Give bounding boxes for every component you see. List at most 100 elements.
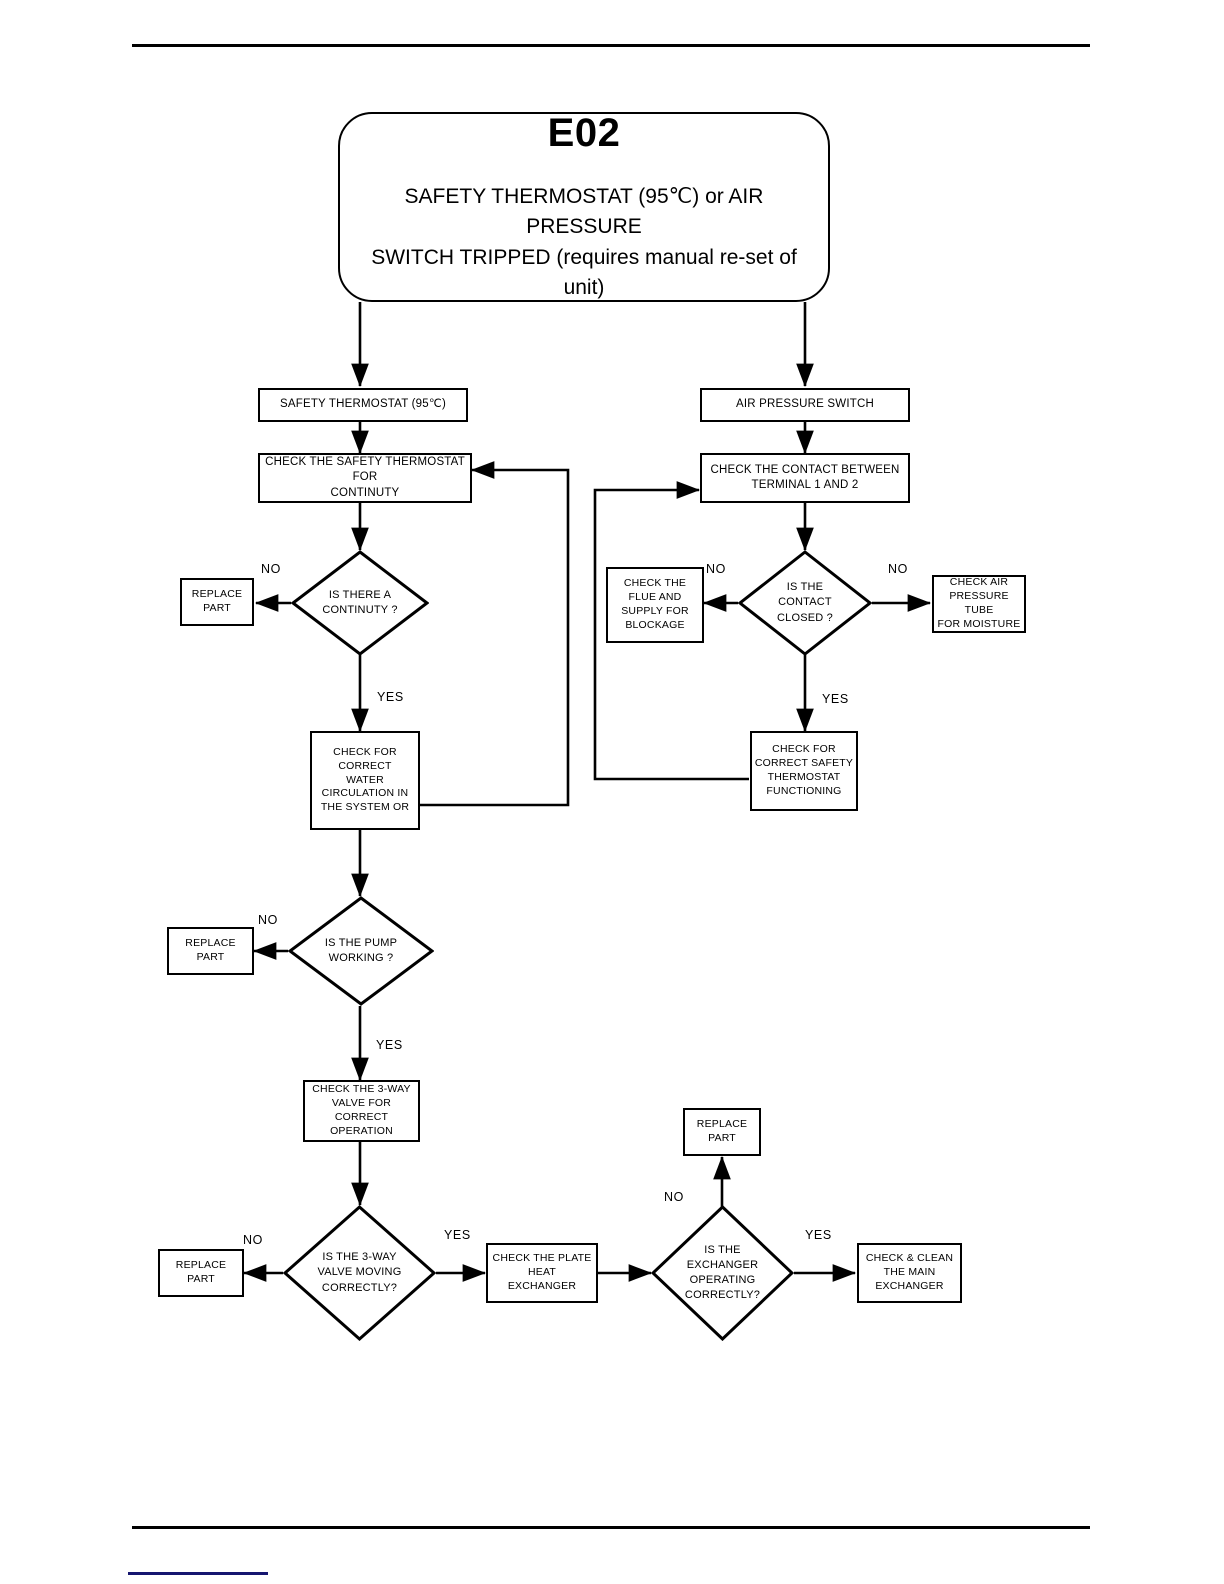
q-contact-line1: IS THE xyxy=(786,581,824,594)
edge-label-no-exchanger: NO xyxy=(664,1190,684,1204)
edge-label-no-contact-right: NO xyxy=(888,562,908,576)
check-tube-line2: PRESSURE TUBE xyxy=(949,590,1009,616)
clean-main-line3: EXCHANGER xyxy=(875,1279,944,1292)
check-water-line4: CIRCULATION IN xyxy=(321,787,409,800)
edge-label-yes-pump: YES xyxy=(376,1038,403,1052)
q-exchanger-line4: CORRECTLY? xyxy=(684,1289,761,1302)
node-check-contact-terminals: CHECK THE CONTACT BETWEEN TERMINAL 1 AND… xyxy=(700,453,910,503)
check-continuity-line2: CONTINUTY xyxy=(330,486,400,499)
check-continuity-line1: CHECK THE SAFETY THERMOSTAT FOR xyxy=(265,456,465,484)
q-exchanger-line2: EXCHANGER xyxy=(686,1258,759,1271)
node-replace-part-3: REPLACE PART xyxy=(158,1249,244,1297)
replace-part-4-line1: REPLACE xyxy=(696,1118,748,1131)
node-safety-thermostat: SAFETY THERMOSTAT (95℃) xyxy=(258,388,468,422)
edge-label-no-contact-left: NO xyxy=(706,562,726,576)
header-rule xyxy=(132,44,1090,47)
check-water-line1: CHECK FOR xyxy=(333,745,397,758)
edge-label-yes-continuity: YES xyxy=(377,690,404,704)
check-water-line3: WATER xyxy=(346,773,384,786)
q-valve-line3: CORRECTLY? xyxy=(321,1281,398,1294)
node-check-flue-supply-blockage: CHECK THE FLUE AND SUPPLY FOR BLOCKAGE xyxy=(606,567,704,643)
node-air-pressure-switch: AIR PRESSURE SWITCH xyxy=(700,388,910,422)
check-flue-line3: SUPPLY FOR xyxy=(621,605,689,617)
decision-is-exchanger-operating-label: IS THE EXCHANGER OPERATING CORRECTLY? xyxy=(679,1243,766,1304)
edge-label-no-pump: NO xyxy=(258,913,278,927)
node-check-plate-heat-exchanger: CHECK THE PLATE HEAT EXCHANGER xyxy=(486,1243,598,1303)
diamond-shape xyxy=(288,896,434,1006)
decision-is-3way-valve-moving-label: IS THE 3-WAY VALVE MOVING CORRECTLY? xyxy=(312,1250,408,1296)
check-plate-line1: CHECK THE PLATE xyxy=(492,1252,592,1265)
decision-is-contact-closed-label: IS THE CONTACT CLOSED ? xyxy=(771,580,839,626)
replace-part-3-line1: REPLACE xyxy=(175,1259,227,1272)
check-flue-line1: CHECK THE xyxy=(623,577,687,590)
edge-label-no-continuity: NO xyxy=(261,562,281,576)
check-safety-func-line3: THERMOSTAT xyxy=(767,771,841,783)
decision-is-exchanger-operating: IS THE EXCHANGER OPERATING CORRECTLY? xyxy=(651,1205,794,1341)
node-air-pressure-switch-label: AIR PRESSURE SWITCH xyxy=(736,398,874,411)
check-valve-line2: VALVE FOR CORRECT xyxy=(331,1097,392,1123)
edge-label-yes-exchanger: YES xyxy=(805,1228,832,1242)
check-valve-line3: OPERATION xyxy=(330,1124,393,1137)
check-valve-line1: CHECK THE 3-WAY xyxy=(312,1083,411,1096)
error-description-line1: SAFETY THERMOSTAT (95℃) or AIR PRESSURE xyxy=(404,184,764,239)
decision-is-3way-valve-moving: IS THE 3-WAY VALVE MOVING CORRECTLY? xyxy=(283,1205,436,1341)
node-replace-part-4: REPLACE PART xyxy=(683,1108,761,1156)
check-water-line2: CORRECT xyxy=(338,759,392,772)
q-continuity-line1: IS THERE A xyxy=(328,588,392,601)
q-exchanger-line3: OPERATING xyxy=(689,1274,756,1286)
node-check-3way-valve: CHECK THE 3-WAY VALVE FOR CORRECT OPERAT… xyxy=(303,1080,420,1142)
check-tube-line1: CHECK AIR xyxy=(949,576,1009,589)
replace-part-1-line1: REPLACE xyxy=(191,588,243,601)
start-terminator: E02 SAFETY THERMOSTAT (95℃) or AIR PRESS… xyxy=(338,110,830,304)
check-plate-line2: HEAT xyxy=(527,1266,556,1279)
check-safety-func-line4: FUNCTIONING xyxy=(766,784,842,797)
diamond-shape xyxy=(291,550,429,656)
replace-part-1-line2: PART xyxy=(203,602,231,614)
replace-part-2-line2: PART xyxy=(196,951,225,963)
q-continuity-line2: CONTINUTY ? xyxy=(322,604,398,616)
node-check-air-pressure-tube: CHECK AIR PRESSURE TUBE FOR MOISTURE xyxy=(932,575,1026,633)
check-safety-func-line1: CHECK FOR xyxy=(772,743,836,756)
replace-part-2-line1: REPLACE xyxy=(185,937,236,950)
decision-is-pump-working-label: IS THE PUMP WORKING ? xyxy=(319,936,403,966)
check-flue-line2: FLUE AND xyxy=(628,591,682,604)
replace-part-4-line2: PART xyxy=(708,1132,736,1144)
footer-rule xyxy=(132,1526,1090,1529)
q-valve-line1: IS THE 3-WAY xyxy=(322,1251,397,1264)
decision-is-there-continuity-label: IS THERE A CONTINUTY ? xyxy=(316,588,403,618)
decision-is-there-continuity: IS THERE A CONTINUTY ? xyxy=(291,550,429,656)
check-plate-line3: EXCHANGER xyxy=(507,1279,577,1292)
error-description: SAFETY THERMOSTAT (95℃) or AIR PRESSURE … xyxy=(340,182,828,304)
check-safety-func-line2: CORRECT SAFETY xyxy=(754,757,854,770)
edge-label-yes-valve: YES xyxy=(444,1228,471,1242)
node-check-thermostat-continuity: CHECK THE SAFETY THERMOSTAT FOR CONTINUT… xyxy=(258,453,472,503)
check-flue-line4: BLOCKAGE xyxy=(625,618,685,631)
q-contact-line3: CLOSED ? xyxy=(776,611,833,624)
check-contact-line1: CHECK THE CONTACT BETWEEN xyxy=(710,463,900,476)
node-check-safety-thermostat-functioning: CHECK FOR CORRECT SAFETY THERMOSTAT FUNC… xyxy=(750,731,858,811)
q-pump-line2: WORKING ? xyxy=(328,952,394,964)
error-code: E02 xyxy=(547,110,621,155)
check-contact-line2: TERMINAL 1 AND 2 xyxy=(751,479,859,491)
decision-is-contact-closed: IS THE CONTACT CLOSED ? xyxy=(738,550,872,656)
q-contact-line2: CONTACT xyxy=(778,596,832,609)
diamond-shape xyxy=(738,550,872,656)
q-exchanger-line1: IS THE xyxy=(704,1243,741,1256)
diamond-shape xyxy=(283,1205,436,1341)
replace-part-3-line2: PART xyxy=(187,1273,215,1285)
check-water-line5: THE SYSTEM OR xyxy=(320,801,410,814)
diamond-shape xyxy=(651,1205,794,1341)
node-replace-part-1: REPLACE PART xyxy=(180,578,254,626)
edge-label-no-valve: NO xyxy=(243,1233,263,1247)
edge-label-yes-contact: YES xyxy=(822,692,849,706)
node-check-clean-main-exchanger: CHECK & CLEAN THE MAIN EXCHANGER xyxy=(857,1243,962,1303)
clean-main-line1: CHECK & CLEAN xyxy=(865,1252,954,1265)
error-description-line2: SWITCH TRIPPED (requires manual re-set o… xyxy=(371,245,797,299)
node-replace-part-2: REPLACE PART xyxy=(167,927,254,975)
node-check-water-circulation: CHECK FOR CORRECT WATER CIRCULATION IN T… xyxy=(310,731,420,830)
q-valve-line2: VALVE MOVING xyxy=(317,1266,402,1279)
footer-accent-rule xyxy=(128,1572,268,1575)
node-safety-thermostat-label: SAFETY THERMOSTAT (95℃) xyxy=(280,398,446,411)
